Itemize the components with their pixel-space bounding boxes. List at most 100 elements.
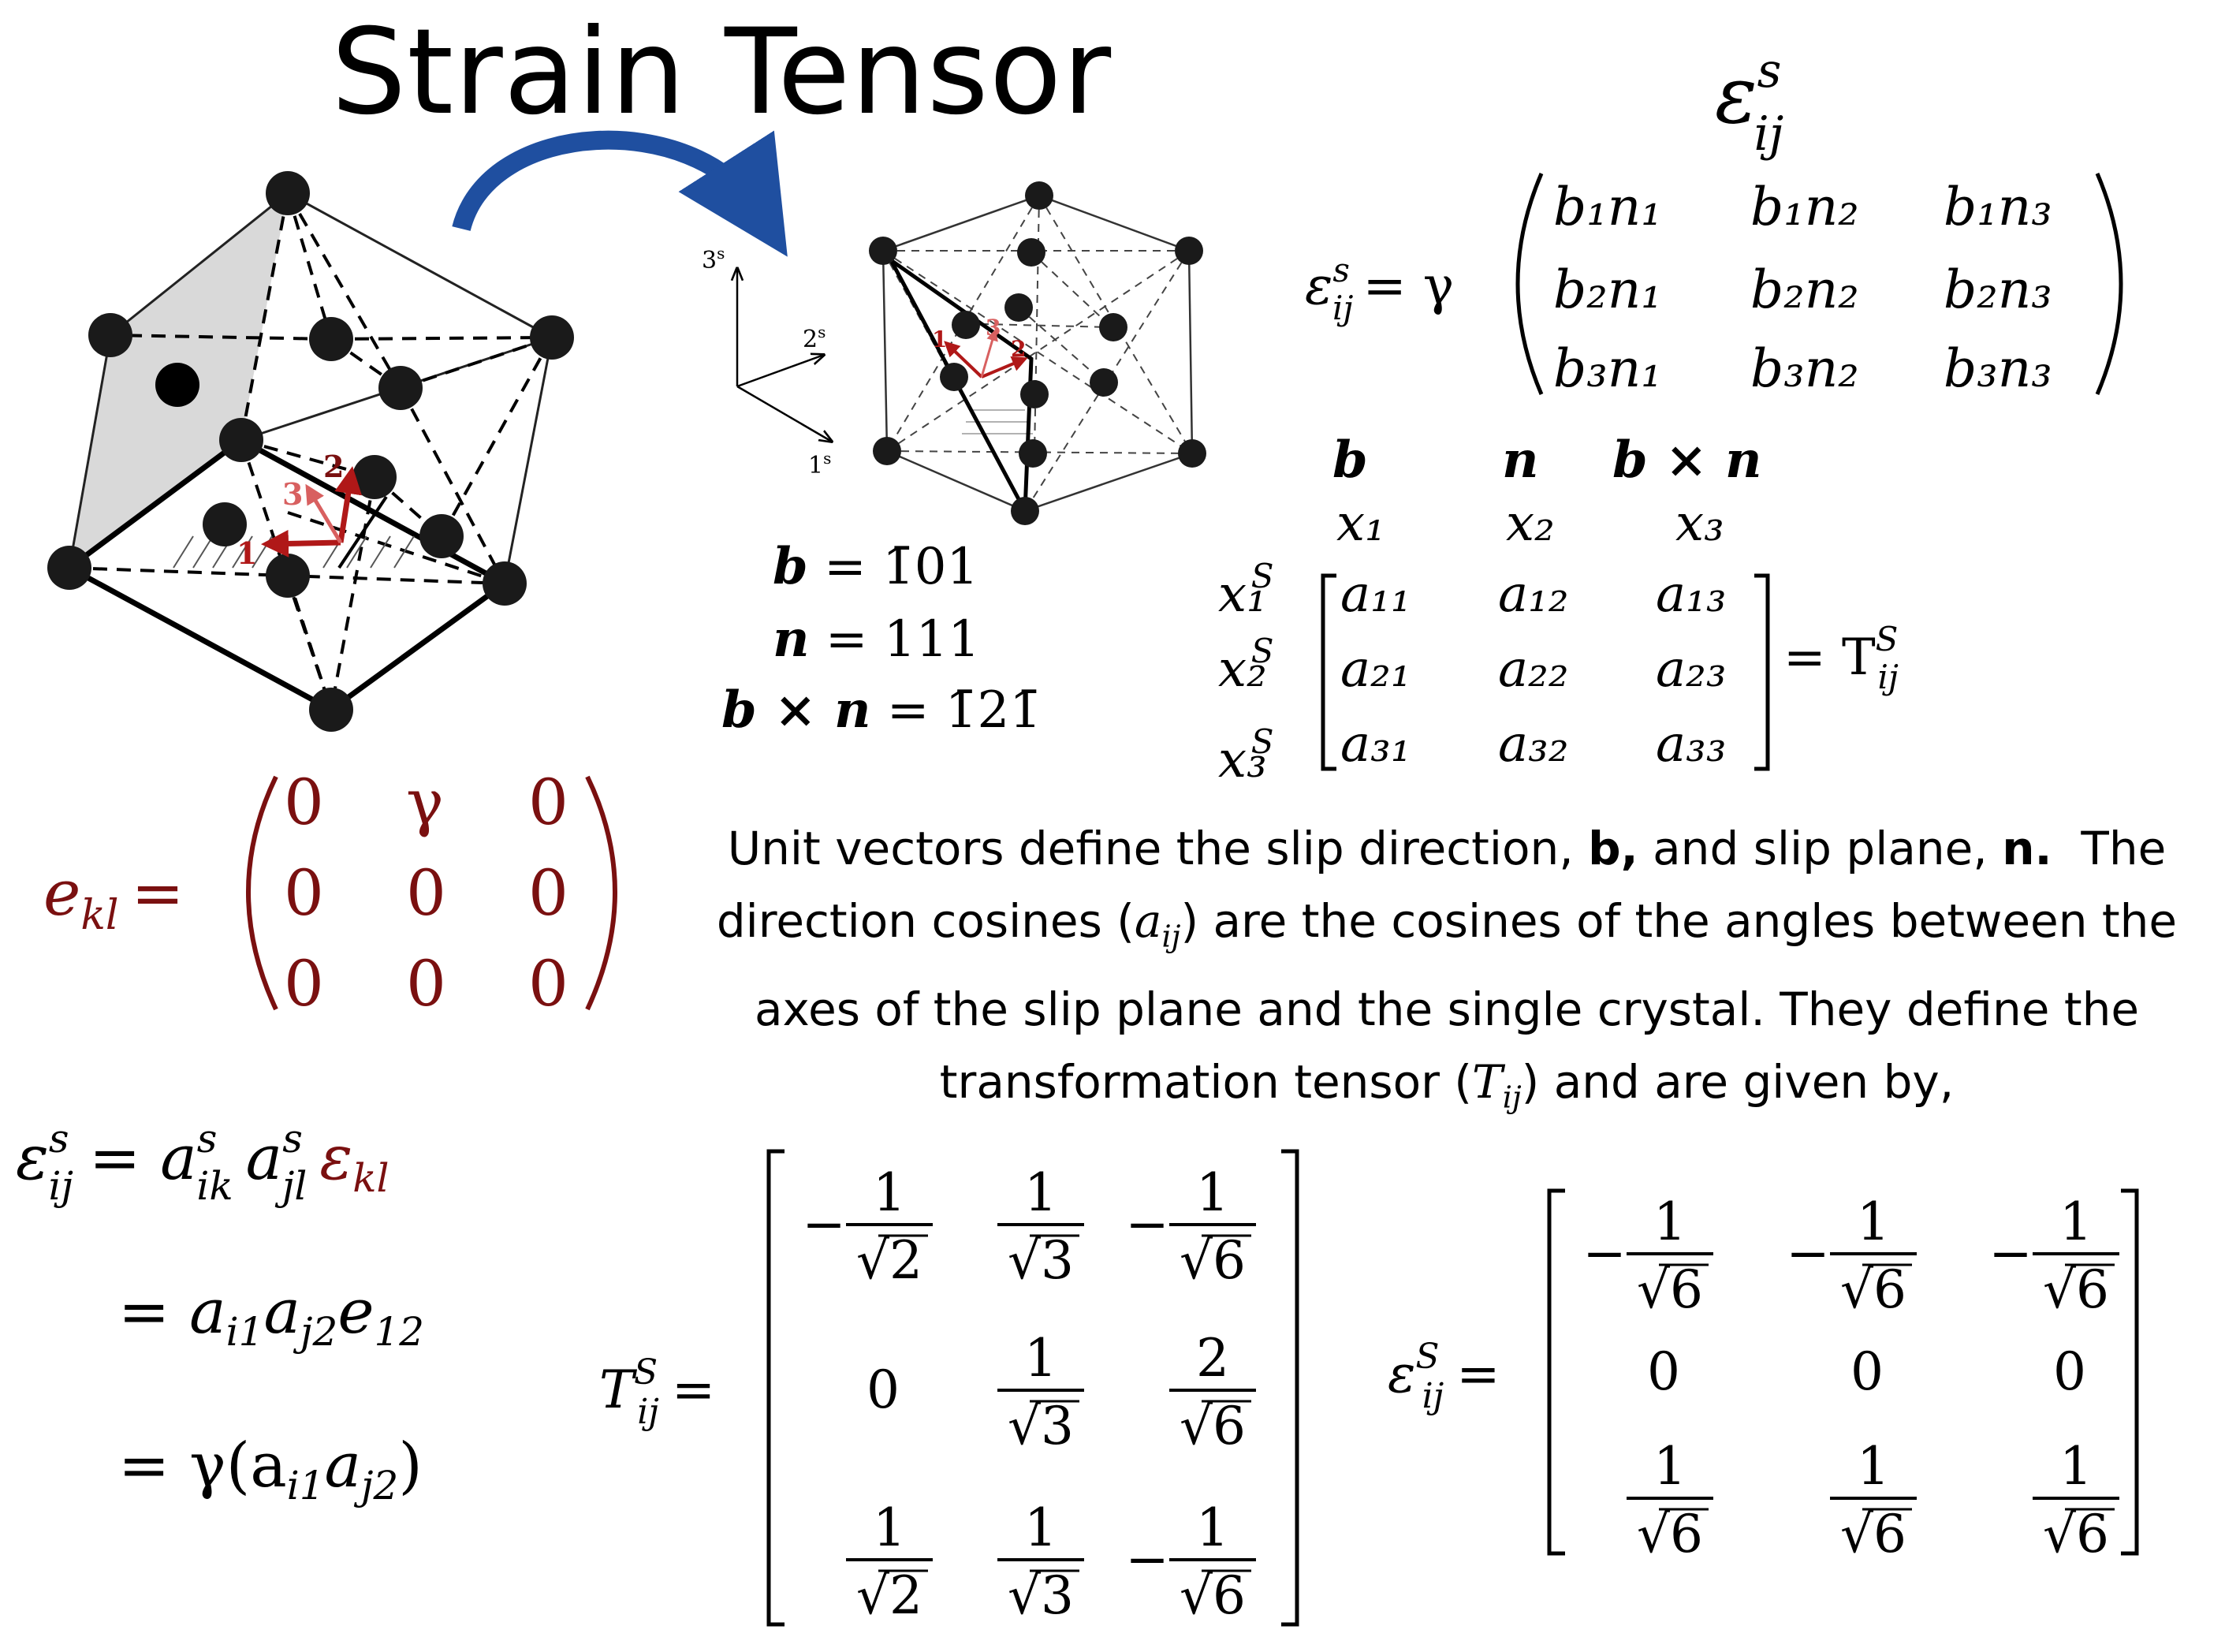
svg-text:0: 0 [867,1359,900,1420]
vector-n-symbol: n [773,610,810,669]
svg-text:√3: √3 [1008,1565,1074,1626]
cos-cell-21: a₂₁ [1340,640,1411,699]
small-label-1: 1 [932,326,947,352]
eps-cell-12: −1√6 [1786,1191,1917,1320]
ekl-cell-32: 0 [406,947,446,1020]
cos-cell-32: a₃₂ [1498,715,1568,774]
svg-text:√6: √6 [1180,1230,1246,1291]
derivation-line-3: = γ(ai1aj2) [118,1430,423,1508]
svg-text:√2: √2 [856,1565,922,1626]
svg-text:1: 1 [873,1497,906,1558]
t-cell-23: 2√6 [1169,1328,1256,1456]
col-head-b: b [1332,431,1368,490]
svg-text:1: 1 [1024,1162,1057,1223]
ekl-cell-12: γ [406,766,444,839]
ekl-matrix: ekl= 0 γ 0 0 0 0 0 0 0 [43,766,617,1020]
svg-text:1: 1 [1857,1436,1890,1497]
cos-cell-23: a₂₃ [1656,640,1726,699]
svg-text:√6: √6 [1180,1396,1246,1456]
svg-text:n = 111: n = 111 [773,610,980,669]
svg-text:1: 1 [1024,1497,1057,1558]
direction-cosine-table: b n b × n x₁ x₂ x₃ x₁S x₂S x₃S a₁₁ a₁₂ a… [1218,431,1899,789]
svg-text:−: − [1786,1223,1829,1284]
svg-text:1: 1 [1857,1191,1890,1252]
small-label-3: 3 [986,315,1001,341]
svg-text:1: 1 [1653,1436,1686,1497]
svg-text:1: 1 [2059,1436,2093,1497]
svg-text:√3: √3 [1008,1396,1074,1456]
svg-text:−: − [1125,1529,1168,1590]
svg-text:√2: √2 [856,1230,922,1291]
svg-text:0: 0 [1850,1341,1884,1402]
col-axis-3: x₃ [1675,494,1724,553]
col-axis-1: x₁ [1336,494,1385,553]
cos-cell-13: a₁₃ [1656,565,1726,624]
svg-text:√6: √6 [2043,1504,2109,1564]
t-cell-21: 0 [867,1359,900,1420]
axis-label-1: 1s [808,449,831,479]
ekl-cell-11: 0 [284,766,324,839]
svg-text:ekl=: ekl= [43,856,184,939]
ekl-cell-13: 0 [528,766,568,839]
t-cell-11: −1√2 [802,1162,933,1291]
row-axis-2: x₂S [1218,632,1274,699]
svg-text:√6: √6 [1637,1504,1703,1564]
vector-b-value: 1̄01 [882,538,978,596]
t-cell-12: 1√3 [997,1162,1084,1291]
svg-text:√6: √6 [2043,1259,2109,1320]
svg-text:2: 2 [1196,1328,1229,1389]
svg-text:−: − [1125,1194,1168,1255]
vector-bxn-symbol: b × n [721,681,870,740]
ekl-cell-33: 0 [528,947,568,1020]
t-cell-33: −1√6 [1125,1497,1256,1626]
eps-cell-32: 1√6 [1830,1436,1917,1564]
col-head-bxn: b × n [1612,431,1761,490]
lattice-label-1: 1 [237,535,257,571]
axis-label-3: 3s [702,244,725,274]
ekl-cell-31: 0 [284,947,324,1020]
eps-cell-13: −1√6 [1988,1191,2119,1320]
strain-cell-33: b₃n₃ [1944,338,2052,399]
svg-text:b × n = 1̄21̄: b × n = 1̄21̄ [721,681,1042,740]
vector-bxn-value: 1̄21̄ [945,681,1042,740]
lattice-label-3: 3 [282,476,303,512]
cos-cell-33: a₃₃ [1656,715,1726,774]
cos-cell-12: a₁₂ [1498,565,1568,624]
small-label-2: 2 [1011,336,1026,362]
svg-text:1: 1 [873,1162,906,1223]
svg-text:√6: √6 [1840,1504,1906,1564]
derivation-line-2: = ai1aj2e12 [118,1277,424,1355]
strain-cell-31: b₃n₁ [1553,338,1662,399]
cos-cell-31: a₃₁ [1340,715,1411,774]
vector-definitions: b = 1̄01 n = 111 b × n = 1̄21̄ [721,537,1042,740]
t-cell-13: −1√6 [1125,1162,1256,1291]
strain-cell-22: b₂n₂ [1750,259,1859,320]
svg-text:−: − [1582,1223,1626,1284]
t-cell-31: 1√2 [846,1497,933,1626]
t-cell-22: 1√3 [997,1328,1084,1456]
ekl-cell-21: 0 [284,856,324,930]
fcc-lattice-left: 1 2 3 [47,171,574,732]
eps-cell-11: −1 √6 [1582,1191,1713,1320]
strain-cell-11: b₁n₁ [1553,177,1662,237]
lattice-label-2: 2 [323,449,344,484]
axis-label-2: 2s [803,323,826,353]
cos-cell-22: a₂₂ [1498,640,1568,699]
svg-text:√3: √3 [1008,1230,1074,1291]
svg-text:√6: √6 [1637,1259,1703,1320]
svg-text:1: 1 [1653,1191,1686,1252]
eps-cell-22: 0 [1850,1341,1884,1402]
col-head-n: n [1502,431,1539,490]
eps-cell-31: 1√6 [1627,1436,1713,1564]
svg-text:1: 1 [2059,1191,2093,1252]
